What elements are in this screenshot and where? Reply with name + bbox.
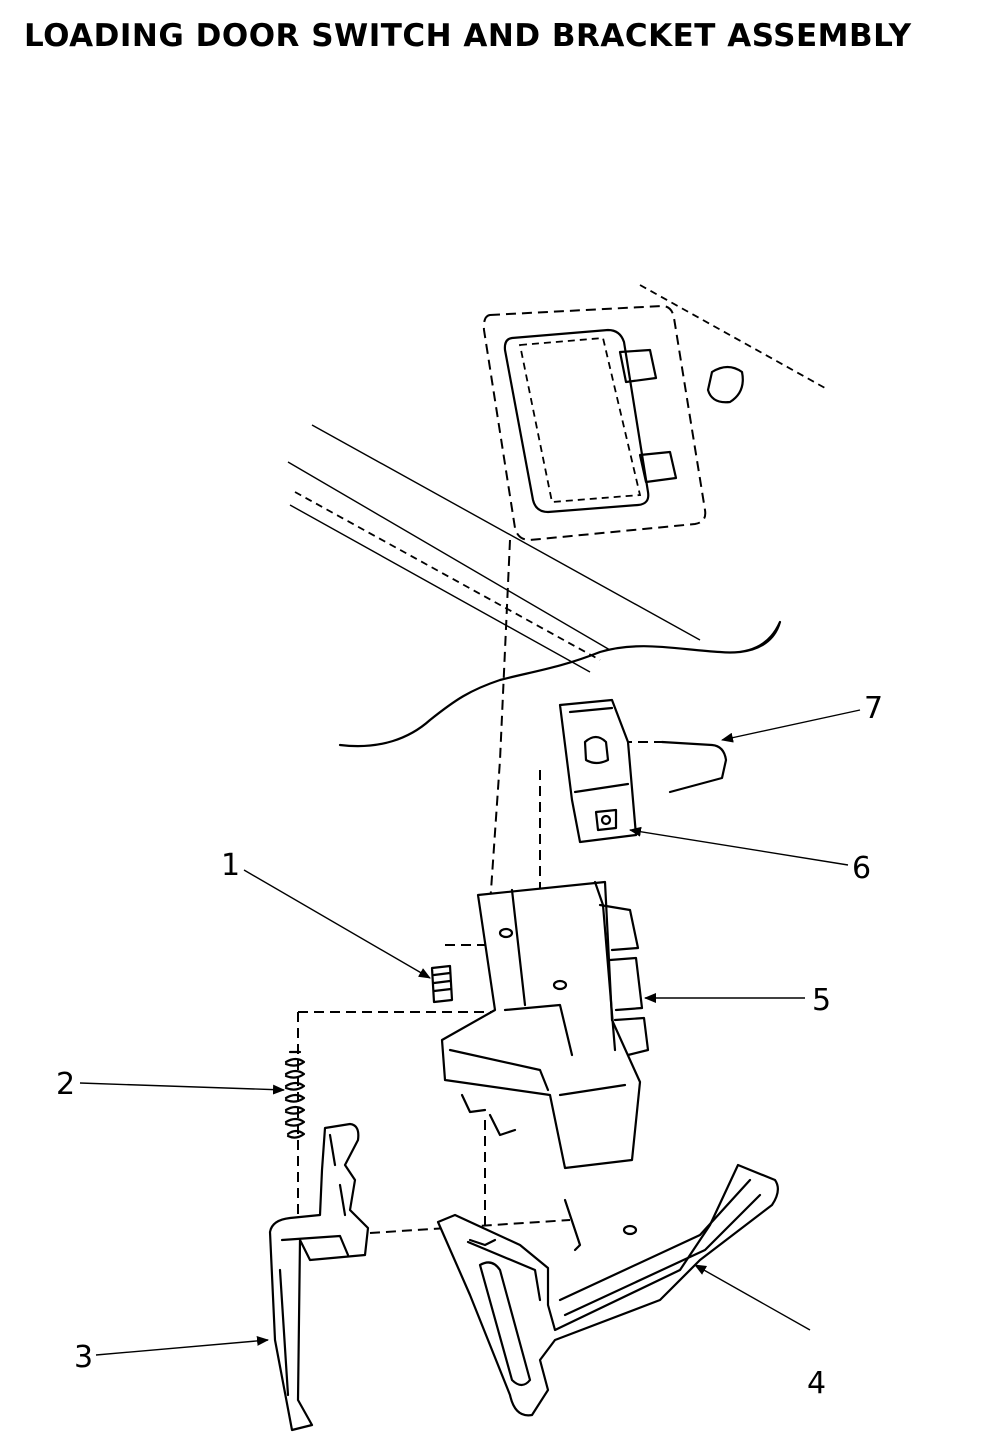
callout-6: 6 bbox=[852, 851, 871, 886]
callout-7: 7 bbox=[864, 691, 883, 726]
callout-1: 1 bbox=[221, 848, 240, 883]
cabinet-panel-outline bbox=[287, 284, 826, 748]
leader-lines bbox=[79, 709, 861, 1356]
diagram-title: LOADING DOOR SWITCH AND BRACKET ASSEMBLY bbox=[24, 18, 912, 54]
actuator-lever bbox=[268, 1122, 370, 1432]
callout-4: 4 bbox=[807, 1366, 826, 1401]
screw bbox=[430, 964, 454, 1004]
callout-5: 5 bbox=[812, 983, 831, 1018]
door-switch bbox=[558, 698, 638, 844]
callout-2: 2 bbox=[56, 1067, 75, 1102]
switch-bracket bbox=[440, 880, 650, 1170]
switch-clip bbox=[660, 740, 728, 794]
base-bracket bbox=[436, 1163, 779, 1417]
callout-3: 3 bbox=[74, 1340, 93, 1375]
door-opening-outline bbox=[482, 304, 744, 542]
coil-spring bbox=[284, 1050, 306, 1139]
